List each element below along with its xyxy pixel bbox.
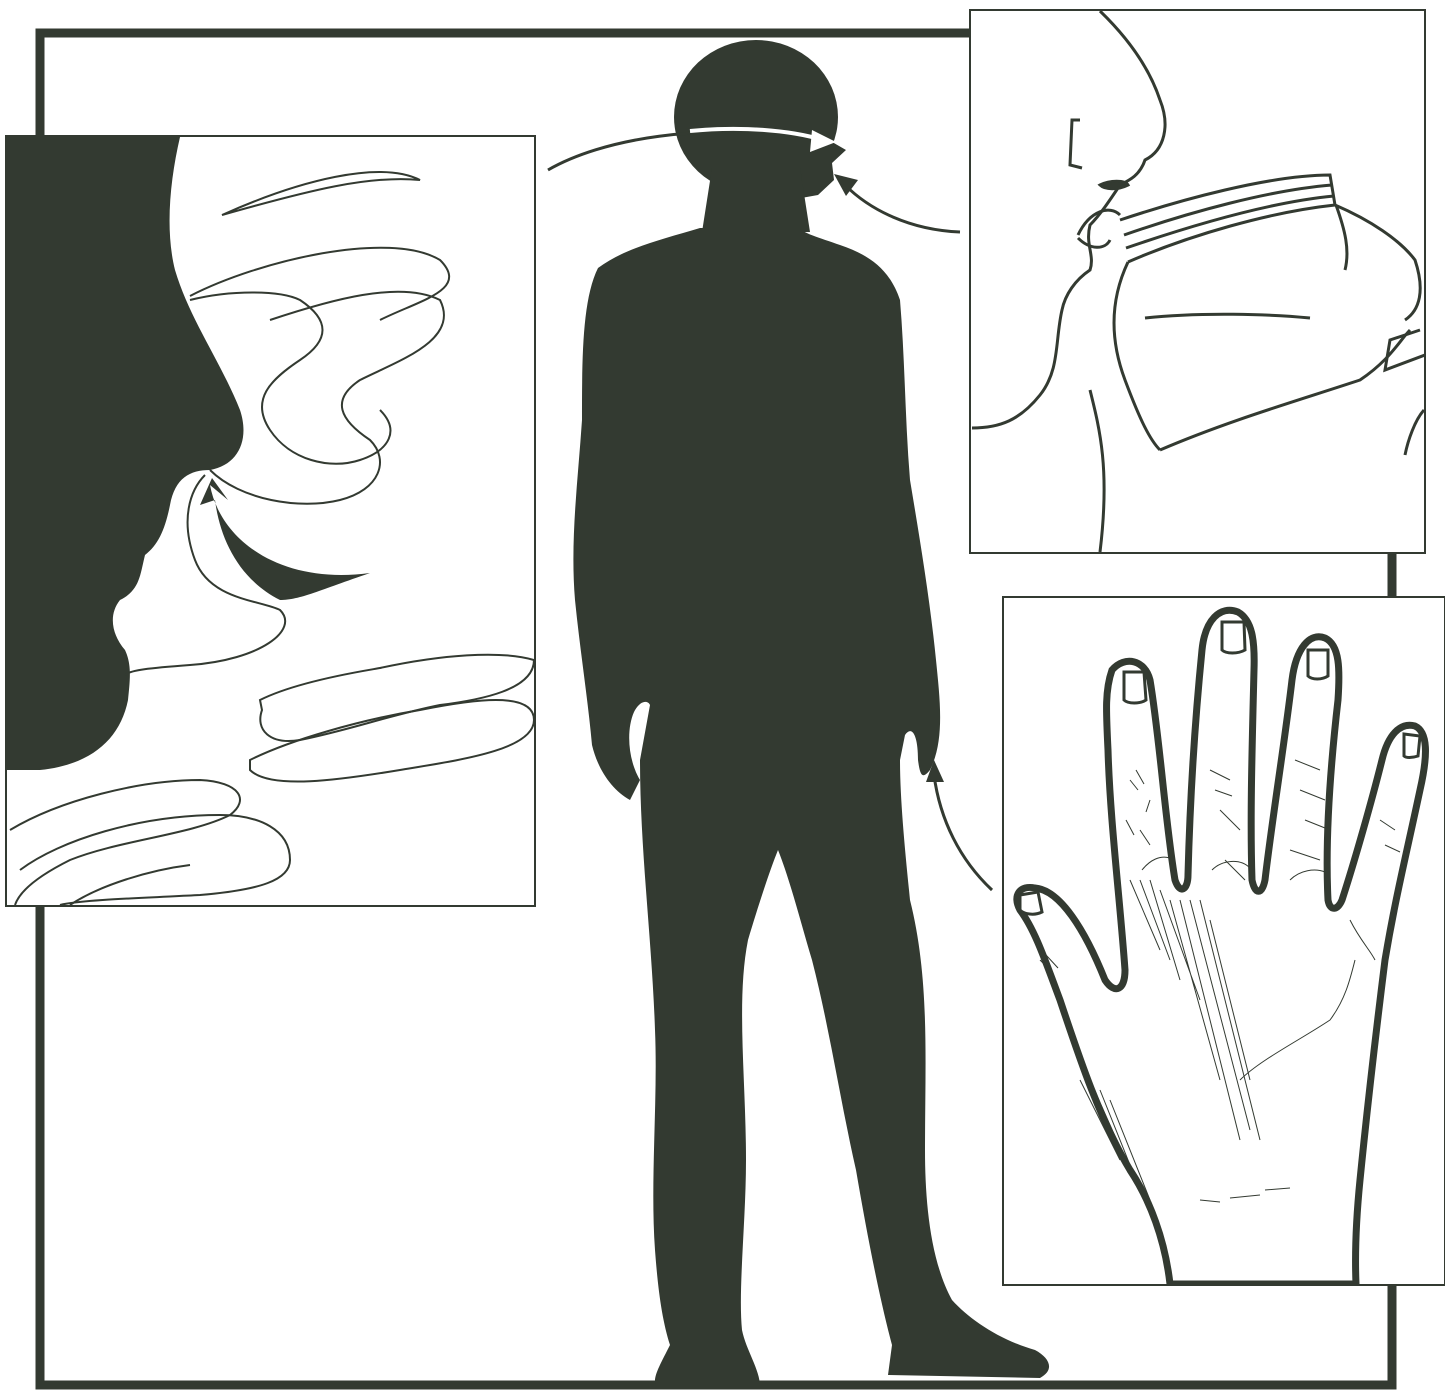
inhalation-panel [6, 136, 535, 906]
ingestion-panel [970, 10, 1425, 553]
skin-absorption-panel [1003, 597, 1445, 1285]
arrow-from-skin-panel [926, 760, 992, 890]
arrow-from-ingestion-panel [834, 174, 960, 232]
